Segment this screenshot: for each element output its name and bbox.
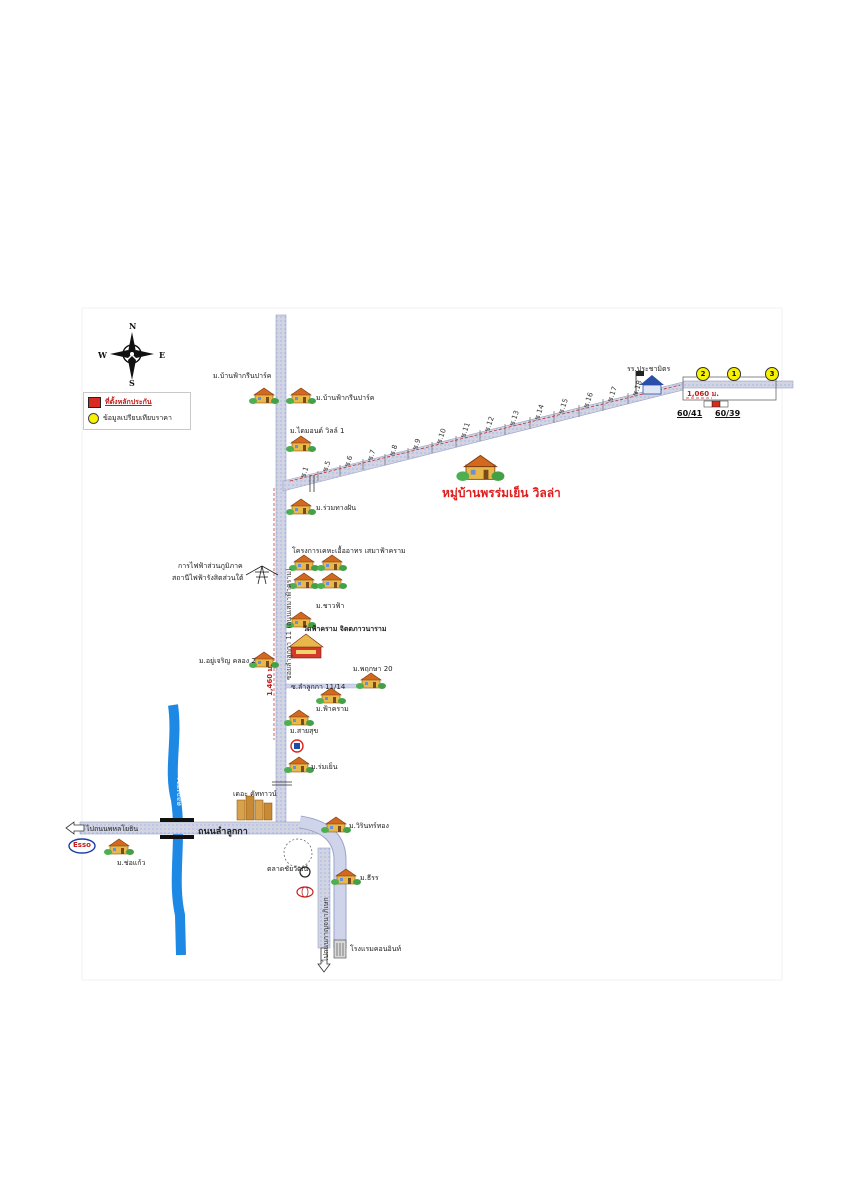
label-wirin-thong: ม.วิรินทร์ทอง [349, 822, 389, 830]
market-circle [283, 838, 313, 868]
label-chao-fa: ม.ชาวฟ้า [316, 602, 345, 610]
label-esso: Esso [73, 841, 91, 849]
house-icon [316, 554, 348, 572]
land-plot-marker-3 [719, 400, 729, 408]
compare-point-2: 2 [696, 367, 710, 381]
gas-station-icon [290, 739, 304, 753]
label-athiwat: ม.ธีรร [360, 874, 379, 882]
label-town: เดอะ คัททาวน์ [233, 790, 277, 798]
house-icon [285, 498, 317, 516]
land-plot-marker-2 [703, 400, 713, 408]
house-icon [316, 572, 348, 590]
label-school: รร.ประชามิตร [627, 365, 671, 373]
label-green-park: ม.บ้านฟ้ากรีนปาร์ค [316, 394, 375, 402]
arrow-west-icon [65, 821, 85, 835]
label-power-authority-1: การไฟฟ้าส่วนภูมิภาค [178, 562, 243, 570]
arrow-south-icon [317, 947, 331, 973]
legend-row-compare: ข้อมูลเปรียบเทียบราคา [88, 413, 172, 424]
compass-star-icon [110, 332, 154, 380]
label-green-park-top: ม.บ้านฟ้ากรีนปาร์ค [213, 372, 272, 380]
village-title: หมู่บ้านพรร่มเย็น วิลล่า [442, 486, 561, 500]
road-curve-inner [299, 816, 346, 948]
house-icon [103, 838, 135, 856]
temple-icon [288, 633, 324, 659]
crossing-marks [272, 475, 315, 786]
bridge-top [160, 818, 194, 822]
house-icon [283, 756, 315, 774]
label-soi-11-14: ซ.ลำลูกกา 11/14 [291, 683, 346, 691]
label-ruam-thang-fan: ม.ร่วมทางฝัน [316, 504, 356, 512]
house-icon [285, 387, 317, 405]
label-market: ตลาดชัยวัฒน์ [267, 865, 309, 873]
compass-rose: N S W E [98, 321, 166, 388]
legend-compare-label: ข้อมูลเปรียบเทียบราคา [103, 414, 172, 422]
esso-logo-icon [68, 838, 96, 854]
land-plot-swatch-icon [88, 397, 101, 408]
legend-plot-label: ที่ตั้งหลักประกัน [105, 398, 152, 406]
label-to-phahonyothin: ไปถนนพหลโยธิน [86, 825, 139, 833]
label-temple: วัดฟ้าคราม จิตตภาวนาราม [303, 625, 387, 633]
compare-point-3: 3 [765, 367, 779, 381]
power-tower-icon [245, 565, 279, 585]
label-lam-luk-ka-road: ถนนลำลูกกา [198, 827, 248, 837]
distance-long: 1,460 ม. [266, 664, 274, 696]
distance-short: 1,060 ม. [687, 390, 719, 398]
house-icon [355, 672, 387, 690]
label-diamond-villa: ม.ไดมอนด์ วิลล์ 1 [290, 427, 345, 435]
house-icon [248, 387, 280, 405]
village-house-icon [455, 454, 506, 482]
land-plot-marker [711, 400, 721, 408]
landmark-logo-icon [296, 866, 314, 898]
compare-swatch-icon [88, 413, 99, 424]
label-pruksa: ม.พฤกษา 20 [353, 665, 393, 673]
label-rom-yen: ม.ร่มเย็น [311, 763, 338, 771]
bridge-bottom [160, 835, 194, 839]
label-power-authority-2: สถานีไฟฟ้ารังสิตส่วนใต้ [172, 574, 244, 582]
label-chokkaew: ม.ช่อแก้ว [117, 859, 146, 867]
compass-west: W [98, 350, 107, 360]
map-legend: ที่ตั้งหลักประกัน ข้อมูลเปรียบเทียบราคา [83, 392, 191, 430]
label-main-soi: ซอยลำลูกกา 11 (ถนนเสมาฟ้าคราม) [285, 568, 293, 680]
compass-east: E [159, 350, 166, 360]
plot-number-left: 60/41 [677, 409, 703, 418]
label-fa-kram: ม.ฟ้าคราม [316, 705, 349, 713]
house-icon [285, 435, 317, 453]
compass-south: S [129, 378, 135, 388]
side-soi-lines [317, 393, 629, 481]
label-project: โครงการเคหะเอื้ออาทร เสมาฟ้าคราม [292, 547, 406, 555]
hotel-building-icon [333, 939, 347, 959]
school-icon [635, 371, 664, 395]
label-to-ring: ไปถนนกาญจนาภิเษก [322, 897, 330, 962]
plot-road [682, 380, 794, 389]
distance-line-diagonal [289, 384, 681, 482]
label-sai-suk: ม.สายสุข [290, 727, 319, 735]
label-yu-charoen: ม.อยู่เจริญ คลอง 2 [199, 657, 256, 665]
label-canal: คลองสอง [175, 777, 183, 807]
compass-north: N [129, 321, 137, 331]
plot-number-right: 60/39 [715, 409, 741, 418]
legend-row-plot: ที่ตั้งหลักประกัน [88, 397, 152, 408]
canal [167, 704, 186, 956]
compare-point-1: 1 [727, 367, 741, 381]
label-hotel: โรงแรมคอนอินท์ [350, 945, 402, 953]
house-icon [283, 709, 315, 727]
town-buildings-icon [236, 795, 273, 821]
map-frame [81, 307, 783, 981]
